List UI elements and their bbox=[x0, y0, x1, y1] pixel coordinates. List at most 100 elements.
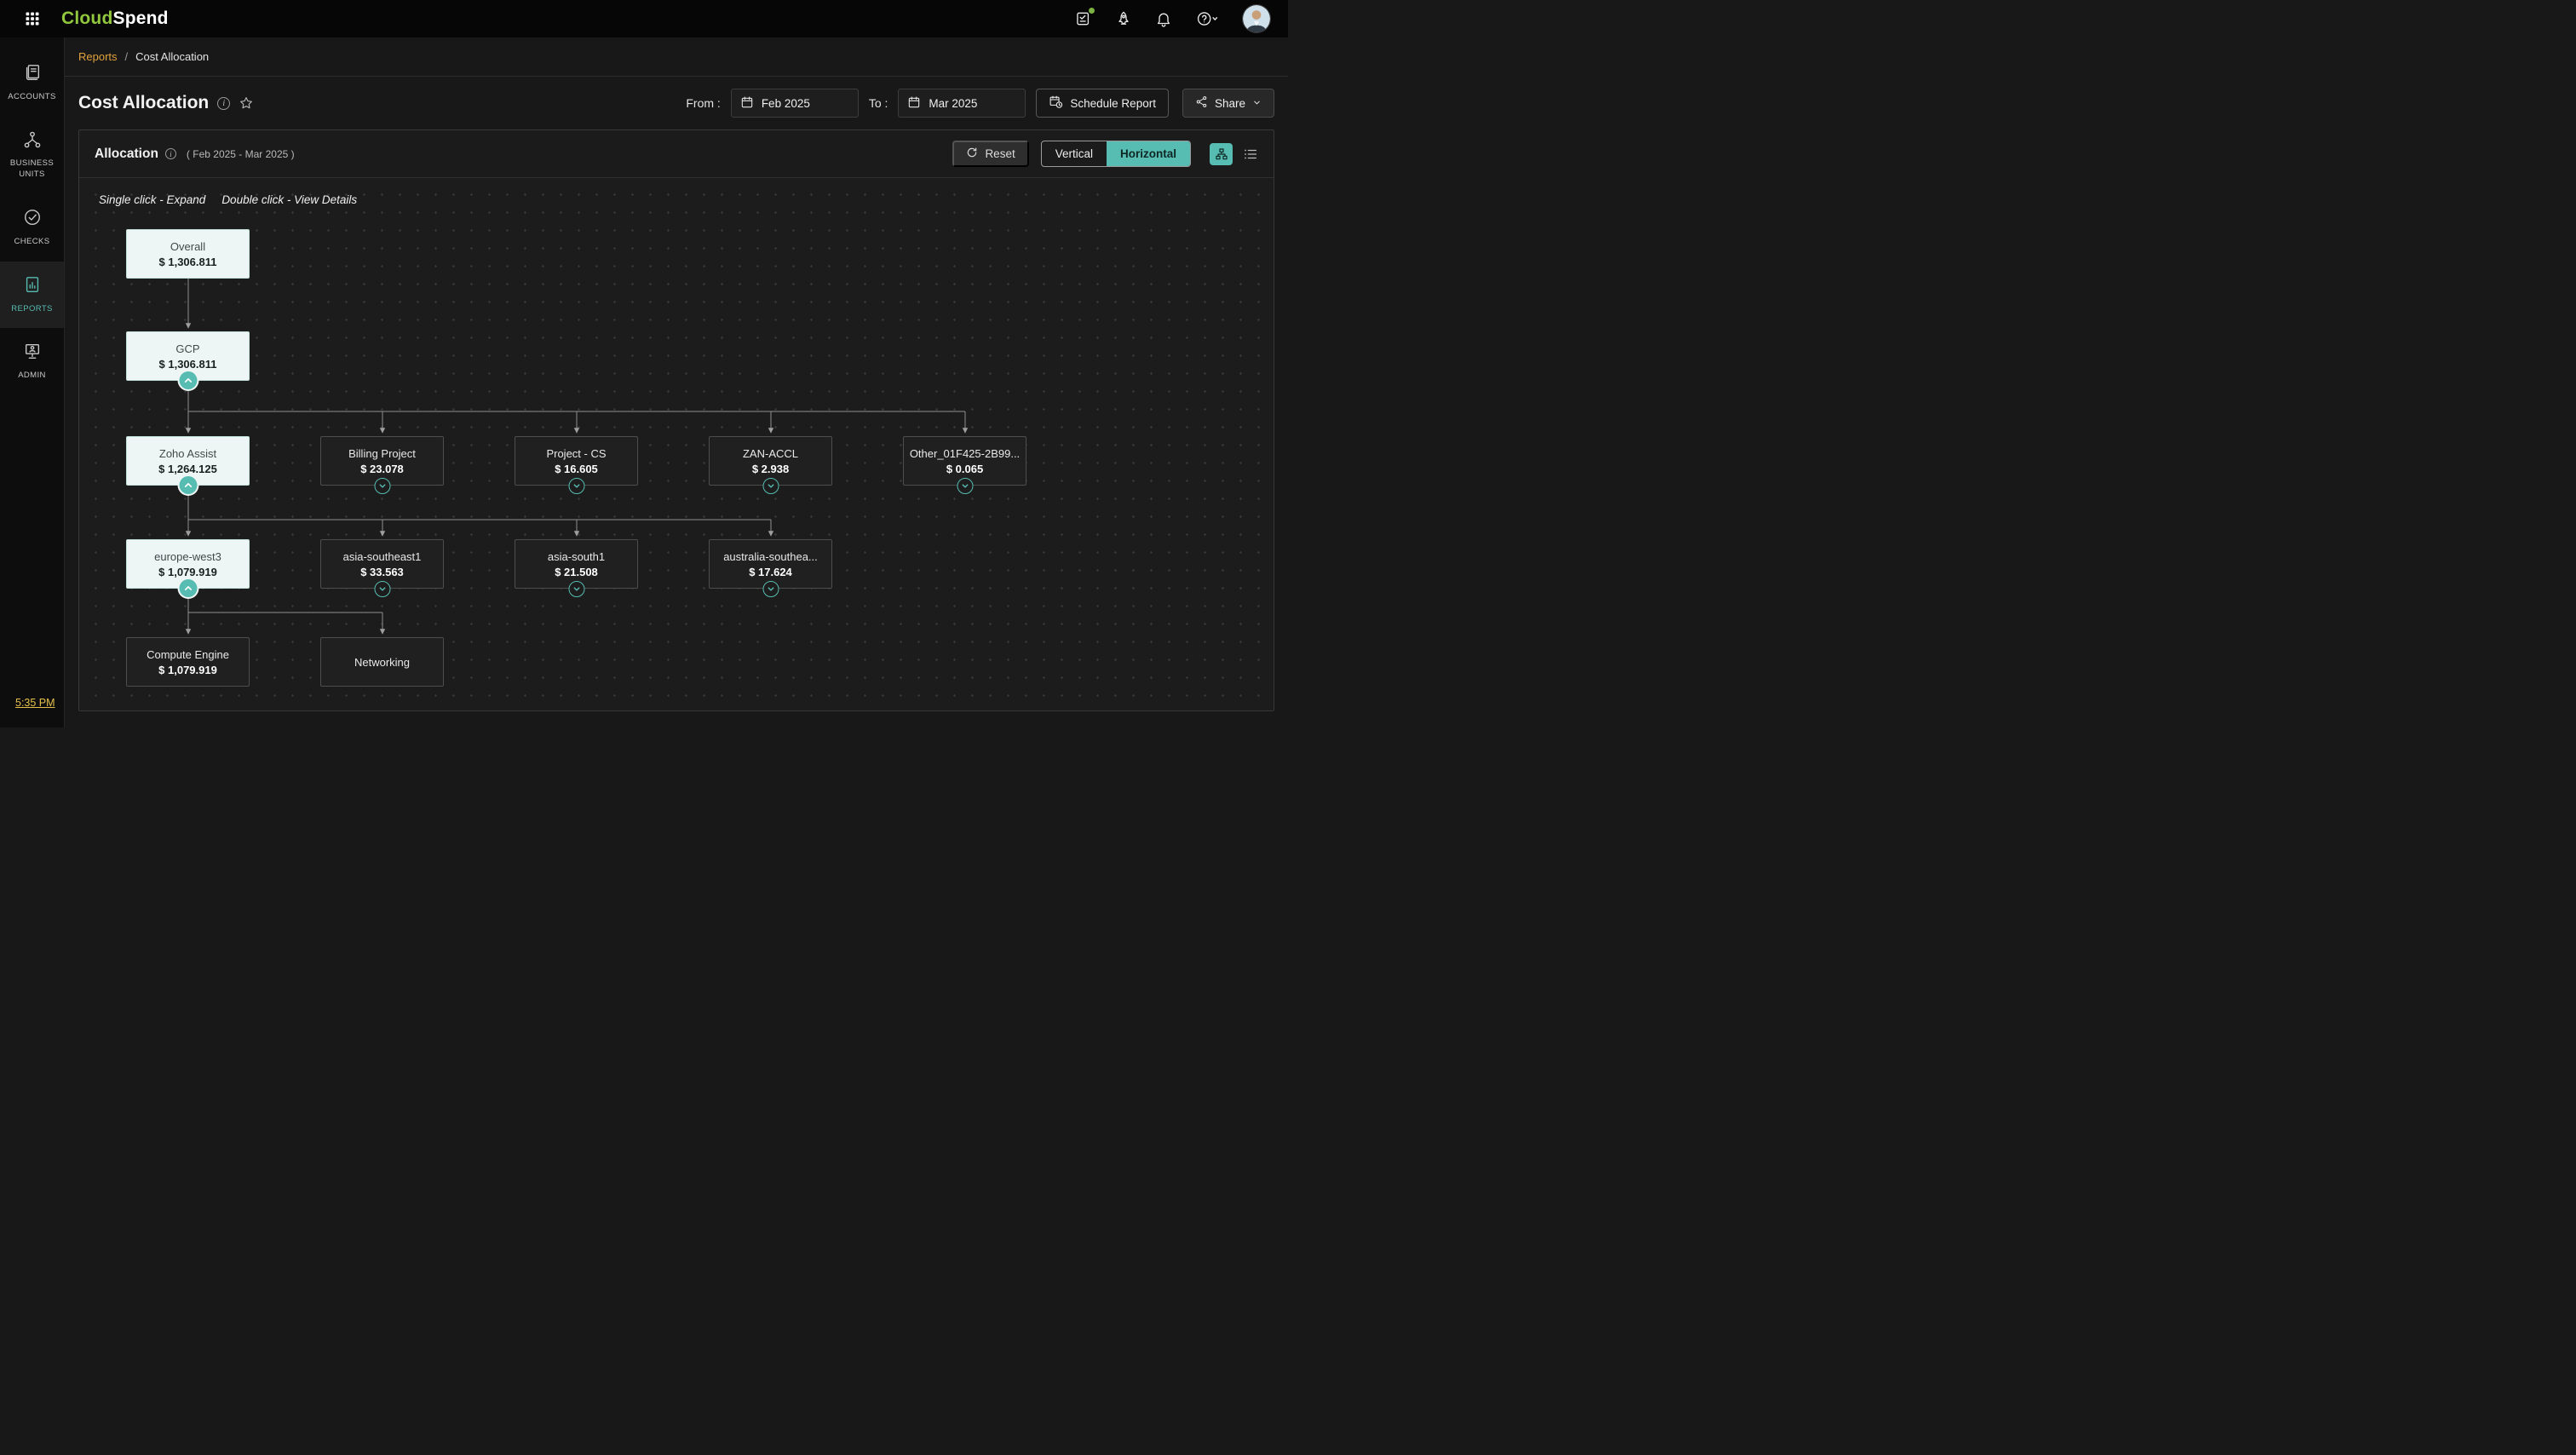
to-date-input[interactable]: Mar 2025 bbox=[898, 89, 1026, 118]
sidebar-item-business-units[interactable]: BUSINESS UNITS bbox=[0, 117, 64, 194]
collapse-chevron-up-icon[interactable] bbox=[179, 579, 197, 597]
breadcrumb-reports-link[interactable]: Reports bbox=[78, 50, 118, 63]
brand-spend: Spend bbox=[112, 9, 169, 28]
orientation-horizontal[interactable]: Horizontal bbox=[1107, 141, 1190, 166]
list-view-icon[interactable] bbox=[1243, 147, 1258, 162]
avatar[interactable] bbox=[1242, 4, 1271, 33]
from-date-input[interactable]: Feb 2025 bbox=[730, 89, 859, 118]
tree-node-zoho-assist[interactable]: Zoho Assist $ 1,264.125 bbox=[126, 436, 250, 494]
share-label: Share bbox=[1214, 96, 1245, 110]
node-value: $ 17.624 bbox=[749, 565, 792, 578]
share-icon bbox=[1195, 95, 1208, 111]
interaction-hint: Single click - Expand Double click - Vie… bbox=[99, 193, 357, 206]
tree-node-compute-engine[interactable]: Compute Engine $ 1,079.919 bbox=[126, 637, 250, 687]
expand-chevron-down-icon[interactable] bbox=[762, 478, 779, 494]
accounts-icon bbox=[23, 63, 42, 86]
hint-expand: Single click - Expand bbox=[99, 193, 206, 206]
node-label: asia-south1 bbox=[547, 549, 606, 563]
node-label: Overall bbox=[170, 239, 206, 253]
help-icon[interactable] bbox=[1195, 10, 1219, 27]
tree-node-australia-southeast[interactable]: australia-southea... $ 17.624 bbox=[709, 539, 832, 597]
calendar-icon bbox=[740, 95, 754, 112]
from-label: From : bbox=[686, 96, 721, 110]
tree-connectors bbox=[185, 279, 969, 635]
tree-node-networking[interactable]: Networking bbox=[320, 637, 444, 687]
node-label: australia-southea... bbox=[723, 549, 818, 563]
node-value: $ 33.563 bbox=[360, 565, 404, 578]
node-value: $ 0.065 bbox=[946, 462, 984, 475]
breadcrumb-separator: / bbox=[124, 50, 129, 63]
title-info-icon[interactable]: i bbox=[217, 96, 231, 110]
reset-label: Reset bbox=[985, 147, 1015, 160]
reset-button[interactable]: Reset bbox=[952, 141, 1029, 167]
expand-chevron-down-icon[interactable] bbox=[374, 581, 390, 597]
share-button[interactable]: Share bbox=[1182, 89, 1274, 118]
node-value: $ 16.605 bbox=[555, 462, 598, 475]
calendar-icon bbox=[907, 95, 921, 112]
to-label: To : bbox=[868, 96, 888, 110]
refresh-icon bbox=[966, 147, 978, 161]
expand-chevron-down-icon[interactable] bbox=[374, 478, 390, 494]
sidebar-item-accounts[interactable]: ACCOUNTS bbox=[0, 49, 64, 117]
expand-chevron-down-icon[interactable] bbox=[762, 581, 779, 597]
node-value: $ 1,079.919 bbox=[158, 663, 217, 676]
sidebar-item-admin[interactable]: ADMIN bbox=[0, 328, 64, 395]
node-value: $ 23.078 bbox=[360, 462, 404, 475]
tree-node-gcp[interactable]: GCP $ 1,306.811 bbox=[126, 331, 250, 389]
tree-node-asia-southeast1[interactable]: asia-southeast1 $ 33.563 bbox=[320, 539, 444, 597]
allocation-date-range: ( Feb 2025 - Mar 2025 ) bbox=[186, 147, 295, 160]
node-label: Other_01F425-2B99... bbox=[909, 446, 1021, 460]
checks-icon bbox=[23, 208, 42, 231]
brand-cloud: Cloud bbox=[61, 9, 113, 28]
node-label: Billing Project bbox=[348, 446, 416, 460]
tree-node-zan-accl[interactable]: ZAN-ACCL $ 2.938 bbox=[709, 436, 832, 494]
rocket-icon[interactable] bbox=[1115, 10, 1132, 27]
sidebar-item-label: ACCOUNTS bbox=[8, 91, 56, 101]
tree-view-icon[interactable] bbox=[1210, 142, 1233, 165]
bell-icon[interactable] bbox=[1155, 10, 1172, 27]
notification-dot bbox=[1089, 8, 1095, 14]
tree-node-europe-west3[interactable]: europe-west3 $ 1,079.919 bbox=[126, 539, 250, 597]
collapse-chevron-up-icon[interactable] bbox=[179, 476, 197, 494]
admin-icon bbox=[23, 342, 42, 365]
view-toggle bbox=[1210, 142, 1258, 165]
calendar-clock-icon bbox=[1049, 95, 1063, 112]
orientation-vertical[interactable]: Vertical bbox=[1055, 147, 1093, 160]
title-row: Cost Allocation i From : Feb 2025 To : bbox=[65, 77, 1288, 129]
node-label: Zoho Assist bbox=[158, 446, 217, 460]
hint-details: Double click - View Details bbox=[221, 193, 358, 206]
sidebar-item-label: REPORTS bbox=[11, 303, 53, 313]
node-value: $ 2.938 bbox=[751, 462, 790, 475]
expand-chevron-down-icon[interactable] bbox=[568, 581, 584, 597]
page-title: Cost Allocation bbox=[78, 93, 210, 112]
sidebar-item-checks[interactable]: CHECKS bbox=[0, 194, 64, 262]
last-refresh-time[interactable]: 5:35 PM bbox=[15, 697, 55, 709]
schedule-report-label: Schedule Report bbox=[1070, 96, 1156, 110]
allocation-panel: Allocation i ( Feb 2025 - Mar 2025 ) Res… bbox=[78, 129, 1274, 711]
reports-icon bbox=[23, 275, 42, 298]
report-controls: From : Feb 2025 To : Mar 2025 bbox=[686, 89, 1274, 118]
allocation-info-icon[interactable]: i bbox=[164, 148, 176, 159]
top-header: CloudSpend bbox=[0, 0, 1288, 37]
tasks-icon[interactable] bbox=[1075, 8, 1095, 27]
node-value: $ 21.508 bbox=[555, 565, 598, 578]
node-label: Compute Engine bbox=[147, 647, 229, 661]
favorite-star-icon[interactable] bbox=[239, 95, 254, 111]
allocation-tree-canvas: Single click - Expand Double click - Vie… bbox=[79, 178, 1274, 710]
node-label: asia-southeast1 bbox=[342, 549, 422, 563]
sidebar-item-reports[interactable]: REPORTS bbox=[0, 261, 64, 329]
tree-node-billing-project[interactable]: Billing Project $ 23.078 bbox=[320, 436, 444, 494]
collapse-chevron-up-icon[interactable] bbox=[179, 371, 197, 389]
node-value: $ 1,306.811 bbox=[158, 357, 217, 371]
brand-logo: CloudSpend bbox=[61, 9, 169, 29]
tree-node-project-cs[interactable]: Project - CS $ 16.605 bbox=[515, 436, 638, 494]
tree-node-asia-south1[interactable]: asia-south1 $ 21.508 bbox=[515, 539, 638, 597]
tree-node-other[interactable]: Other_01F425-2B99... $ 0.065 bbox=[903, 436, 1026, 494]
expand-chevron-down-icon[interactable] bbox=[568, 478, 584, 494]
schedule-report-button[interactable]: Schedule Report bbox=[1036, 89, 1169, 118]
expand-chevron-down-icon[interactable] bbox=[957, 478, 973, 494]
from-date-value: Feb 2025 bbox=[761, 96, 810, 110]
node-label: Project - CS bbox=[546, 446, 607, 460]
apps-grid-icon[interactable] bbox=[24, 10, 41, 27]
tree-node-overall[interactable]: Overall $ 1,306.811 bbox=[126, 229, 250, 279]
